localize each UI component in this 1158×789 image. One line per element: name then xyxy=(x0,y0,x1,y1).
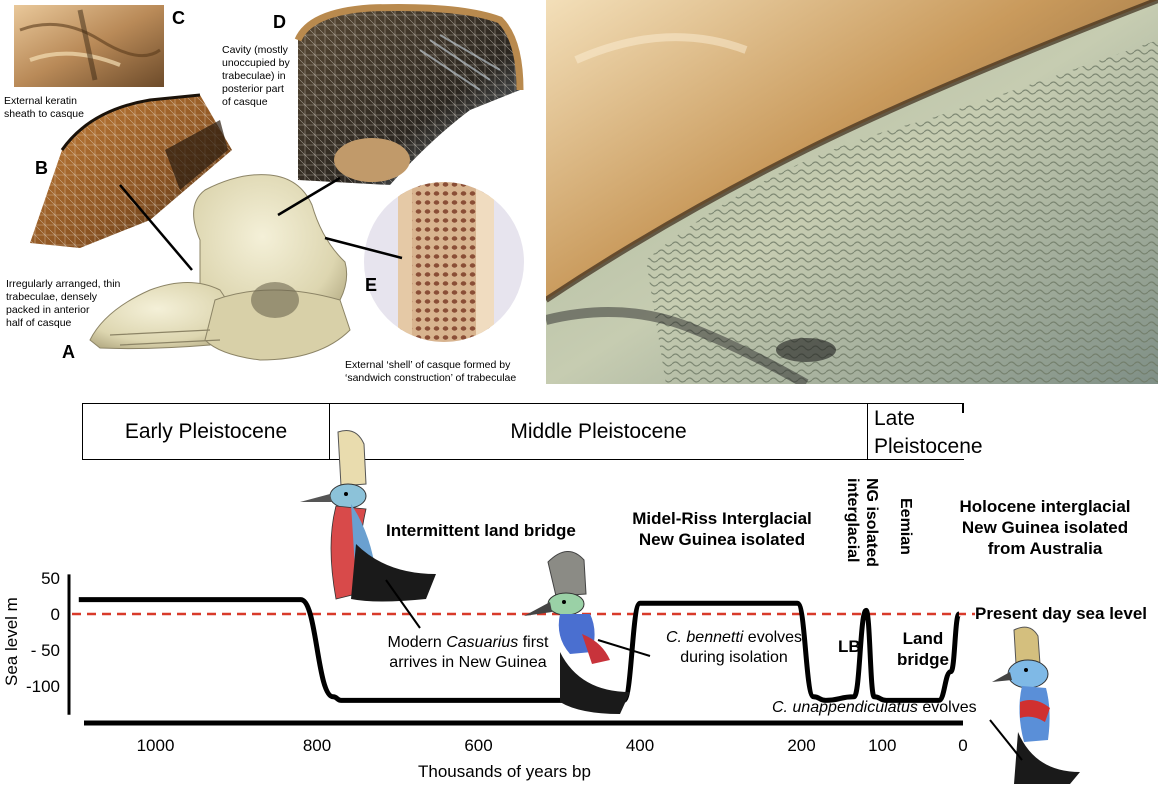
present-day-label: Present day sea level xyxy=(975,604,1148,623)
cassowary-illustration-2 xyxy=(524,551,630,714)
x-tick-label: 100 xyxy=(868,736,896,755)
cassowary-illustration-3 xyxy=(992,626,1080,784)
period-early-pleistocene: Early Pleistocene xyxy=(82,403,330,460)
land-bridge-short-label: Land bridge xyxy=(897,629,949,669)
period-late-pleistocene-box xyxy=(867,403,964,460)
panel-b-photo xyxy=(30,93,232,248)
sea-level-curve xyxy=(78,597,962,703)
eemian-vertical: Eemian xyxy=(897,498,914,555)
panel-a-skull xyxy=(89,174,351,361)
x-tick-label: 800 xyxy=(303,736,331,755)
ng-isolated-vertical-2: NG isolated xyxy=(863,478,880,567)
x-tick-label: 1000 xyxy=(137,736,175,755)
midel-riss-label: Midel-Riss Interglacial New Guinea isola… xyxy=(632,509,812,549)
leader-lines xyxy=(119,176,403,271)
holocene-label: Holocene interglacial New Guinea isolate… xyxy=(959,497,1131,558)
period-middle-pleistocene: Middle Pleistocene xyxy=(329,403,868,460)
x-axis-label: Thousands of years bp xyxy=(418,762,591,781)
panel-b-letter: B xyxy=(35,158,48,178)
x-tick-label: 0 xyxy=(958,736,967,755)
y-axis-label: Sea level m xyxy=(2,597,21,686)
panel-d-letter: D xyxy=(273,12,286,32)
x-tick-label: 600 xyxy=(464,736,492,755)
cassowary-illustration-1 xyxy=(300,430,436,602)
lb-label: LB xyxy=(838,637,861,656)
y-tick-label: -100 xyxy=(26,677,60,696)
casque-anatomy-illustration xyxy=(14,4,524,361)
bennetti-annotation: C. bennetti evolves during isolation xyxy=(665,629,803,666)
period-late-pleistocene-label: Late Pleistocene xyxy=(874,407,983,458)
anatomy-figure: C D B E A External keratin sheath to cas… xyxy=(0,0,540,390)
casuarius-annotation: Modern Casuarius first arrives in New Gu… xyxy=(387,634,549,671)
cavity-caption: Cavity (mostly unoccupied by trabeculae)… xyxy=(222,44,290,108)
ng-isolated-vertical: interglacial xyxy=(844,478,861,563)
trabeculae-caption: Irregularly arranged, thin trabeculae, d… xyxy=(6,278,121,329)
y-tick-label: 50 xyxy=(41,569,60,588)
shell-caption: External ‘shell’ of casque formed by ‘sa… xyxy=(345,359,517,384)
keratin-caption: External keratin sheath to casque xyxy=(4,95,84,120)
casque-closeup-photo xyxy=(546,0,1158,384)
x-tick-label: 200 xyxy=(787,736,815,755)
x-tick-label: 400 xyxy=(626,736,654,755)
y-tick-label: - 50 xyxy=(31,641,60,660)
panel-e-circle xyxy=(364,182,524,342)
y-tick-label: 0 xyxy=(51,605,60,624)
panel-e-letter: E xyxy=(365,275,378,295)
unappendiculatus-annotation: C. unappendiculatus evolves xyxy=(772,699,977,716)
panel-d-photo xyxy=(294,4,524,185)
panel-c-letter: C xyxy=(172,8,185,28)
late-box-tick xyxy=(962,403,964,413)
land-bridge-label: Intermittent land bridge xyxy=(386,521,576,540)
panel-a-letter: A xyxy=(62,342,75,362)
panel-c-photo xyxy=(14,5,164,87)
